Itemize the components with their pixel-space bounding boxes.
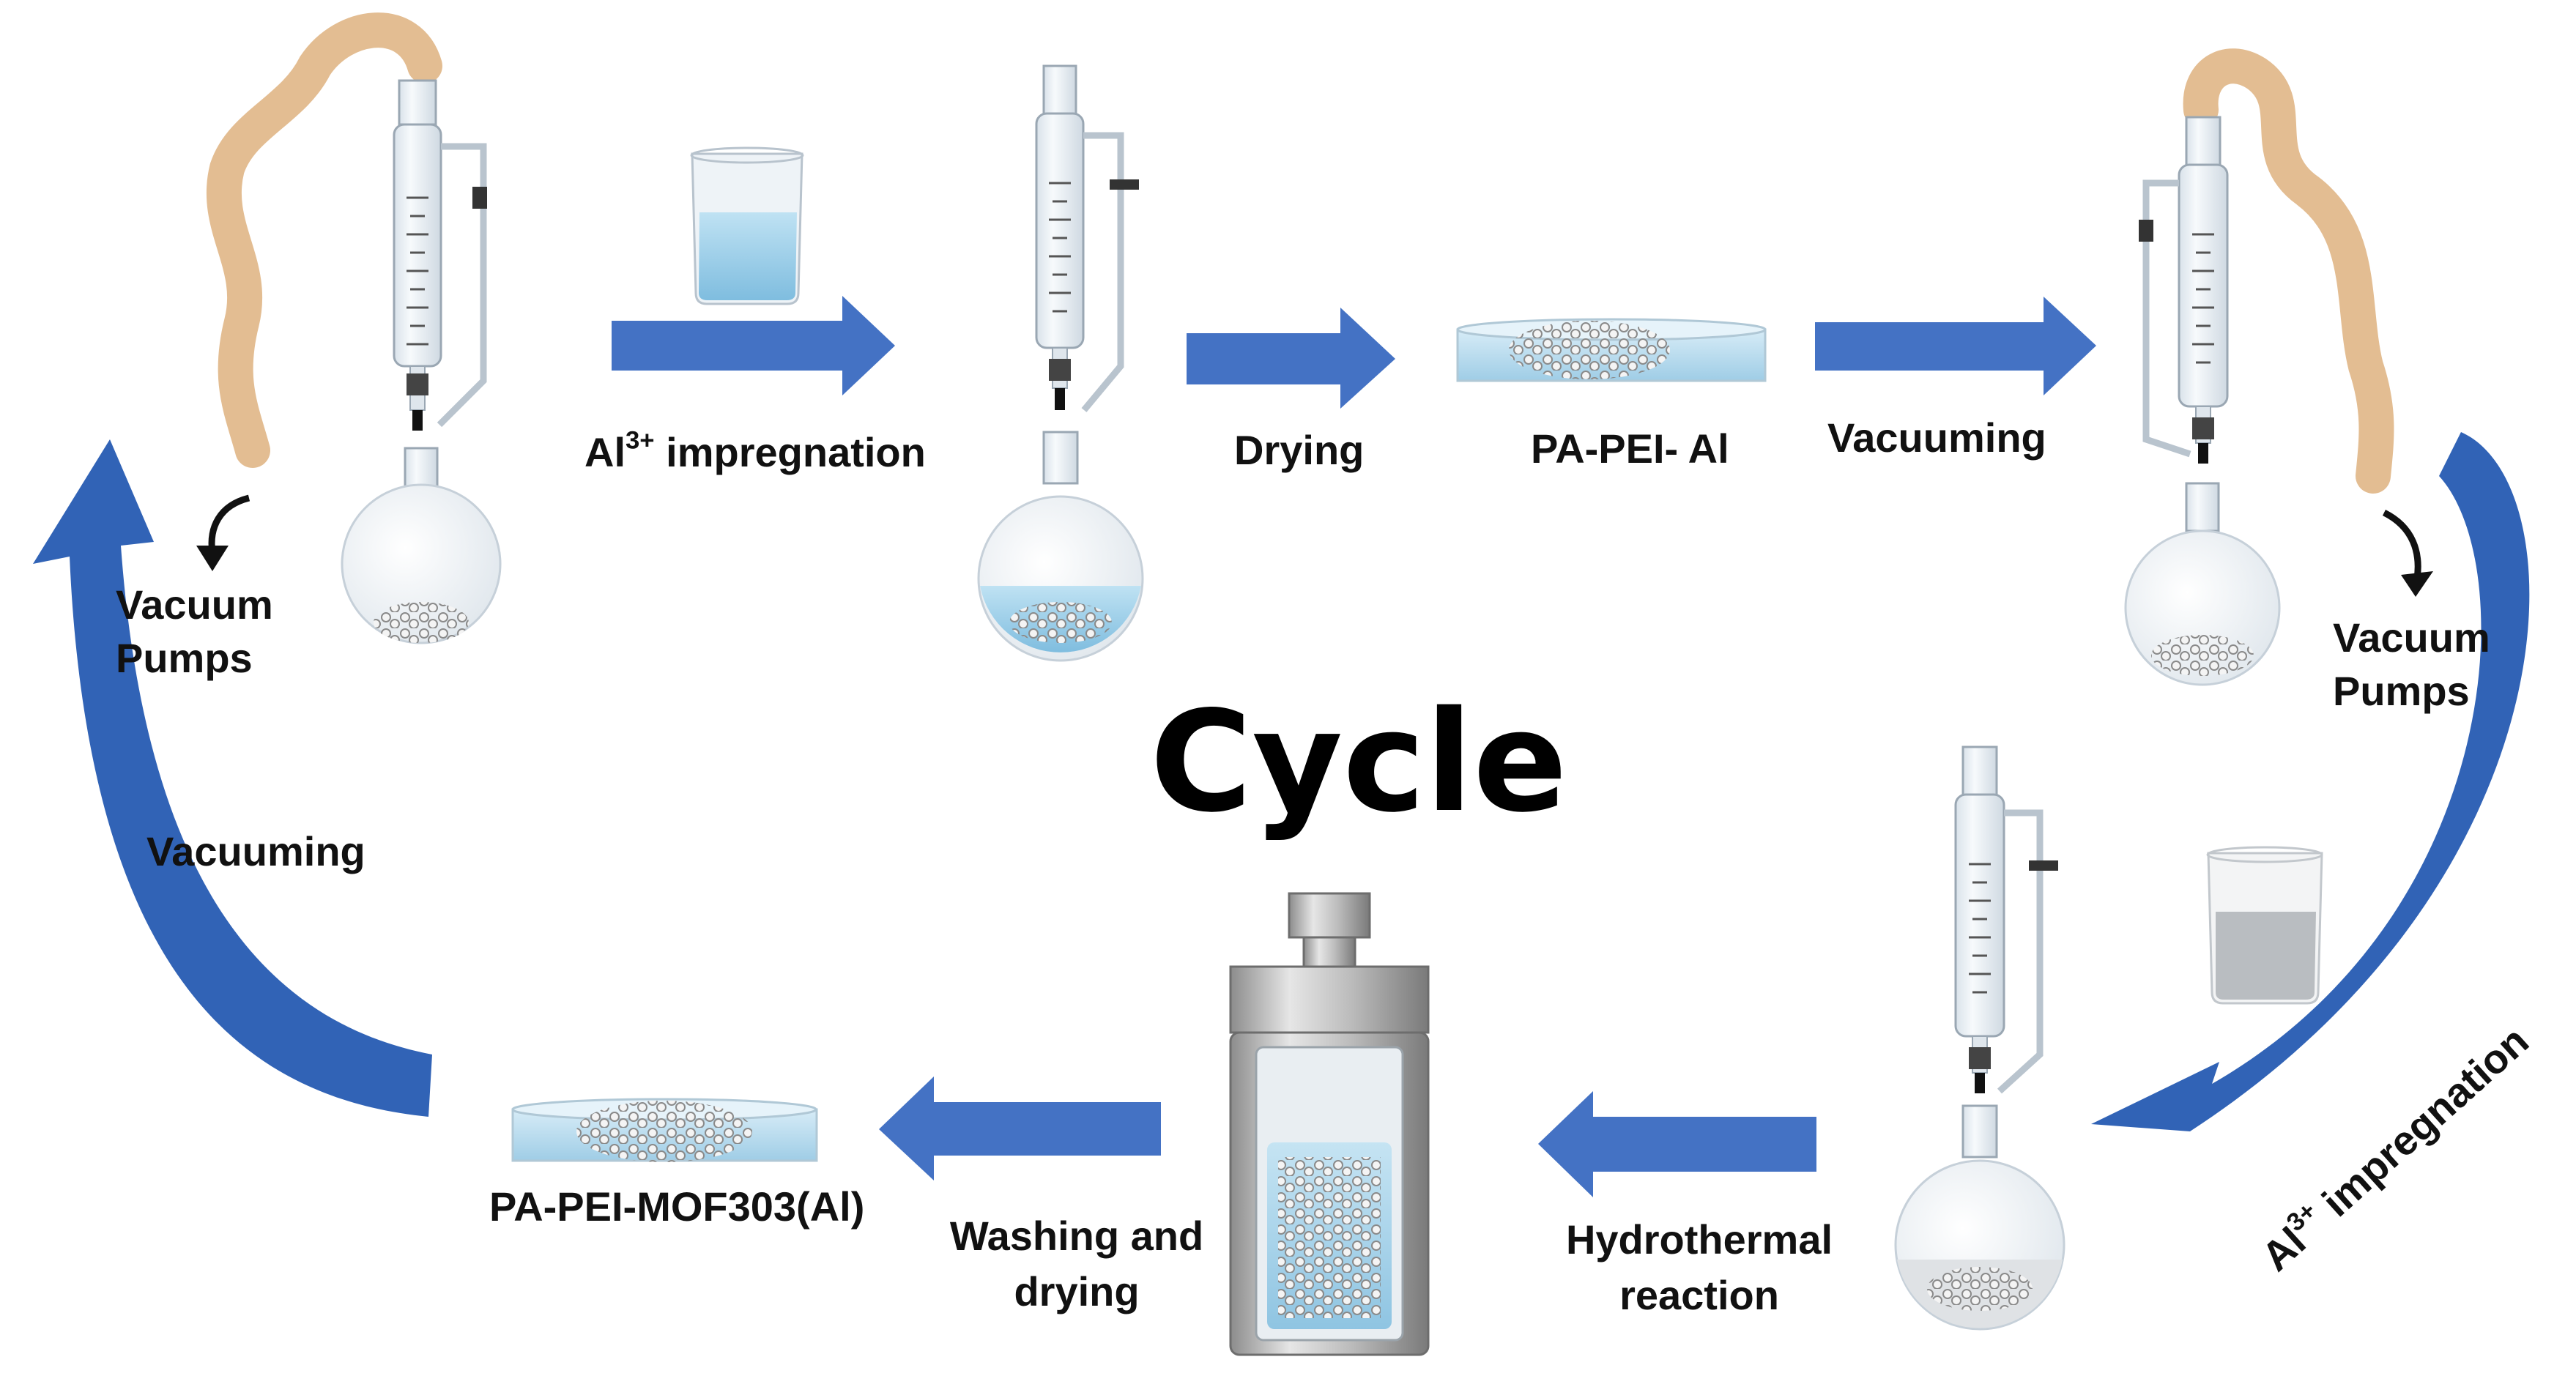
arrow-hydrothermal [1538, 1091, 1816, 1197]
arrow-washing [879, 1076, 1161, 1180]
arrow-impregnation [612, 296, 895, 395]
dropping-funnel-icon [1954, 745, 2058, 1094]
label-hydrothermal-line1: Hydrothermal [1565, 1216, 1833, 1262]
process-arrows [612, 296, 2096, 1197]
round-flask-icon [977, 431, 1144, 662]
label-vacuum-pumps-left: Vacuum Pumps [116, 579, 273, 685]
pointer-arrow-icon [2382, 509, 2433, 597]
round-flask-icon [1894, 1104, 2065, 1331]
label-washing-drying: Washing and drying [930, 1208, 1223, 1319]
label-vacuum-pumps-right-line1: Vacuum [2333, 614, 2490, 661]
beaker-icon [2206, 846, 2323, 1005]
dropping-funnel-icon [393, 79, 487, 431]
label-al-impregnation-top: Al3+ impregnation [584, 426, 926, 475]
cycle-arrow-right [2091, 432, 2530, 1131]
diagram-title: Cycle [1150, 681, 1567, 843]
pointer-arrow-icon [196, 494, 250, 571]
vacuum-tube-icon [206, 12, 442, 468]
beaker-icon [690, 146, 804, 305]
label-vacuum-pumps-right-line2: Pumps [2333, 667, 2470, 714]
label-hydrothermal-reaction: Hydrothermal reaction [1553, 1212, 1846, 1323]
label-vacuum-pumps-right: Vacuum Pumps [2333, 611, 2490, 718]
round-flask-icon [341, 447, 502, 644]
label-washing-line2: drying [1014, 1268, 1140, 1314]
arrow-vacuuming [1815, 297, 2096, 395]
petri-dish-icon [1456, 318, 1767, 382]
dropping-funnel-icon [2139, 116, 2229, 464]
label-pa-pei-mof303: PA-PEI-MOF303(Al) [489, 1183, 865, 1230]
dropping-funnel-icon [1035, 64, 1139, 412]
label-vacuuming-top: Vacuuming [1827, 414, 2046, 461]
label-vacuum-pumps-left-line1: Vacuum [116, 581, 273, 628]
label-hydrothermal-line2: reaction [1619, 1271, 1779, 1318]
vacuum-tube-icon [2183, 48, 2394, 494]
autoclave-icon [1229, 892, 1430, 1356]
cycle-arrow-left [33, 439, 432, 1117]
label-washing-line1: Washing and [949, 1213, 1204, 1259]
petri-dish-icon [511, 1098, 818, 1162]
label-vacuum-pumps-left-line2: Pumps [116, 634, 253, 681]
label-drying: Drying [1234, 427, 1365, 473]
label-vacuuming-left: Vacuuming [146, 828, 365, 874]
label-pa-pei-al: PA-PEI- Al [1531, 425, 1729, 472]
arrow-drying [1187, 308, 1395, 409]
round-flask-icon [2124, 482, 2281, 686]
